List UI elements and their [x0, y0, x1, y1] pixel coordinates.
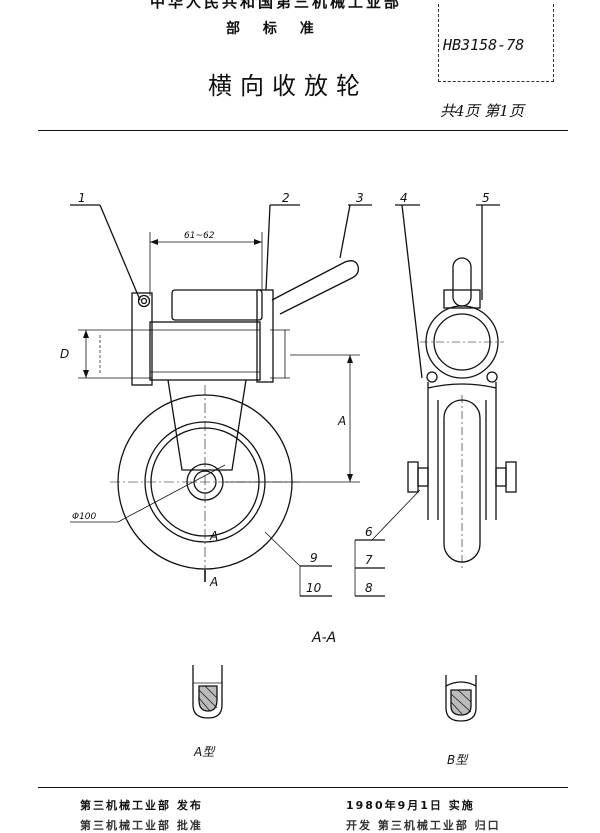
part-label-10: 10	[306, 581, 322, 595]
variant-a-label: A型	[193, 745, 216, 759]
part-label-3: 3	[356, 191, 364, 205]
caster-side-view	[354, 204, 517, 597]
part-label-9: 9	[310, 551, 318, 565]
dimension-offset: A	[337, 414, 346, 428]
ministry-heading: 中华人民共和国第三机械工业部	[150, 0, 403, 11]
part-label-6: 6	[365, 525, 373, 539]
part-label-2: 2	[282, 191, 290, 205]
responsible-unit: 开发 第三机械工业部 归口	[346, 819, 501, 832]
document-title: 横向收放轮	[208, 72, 368, 100]
standard-number: HB3158-78	[443, 36, 525, 54]
section-mark-lower: A	[209, 575, 218, 589]
standard-type: 部 标 准	[226, 21, 314, 37]
part-label-8: 8	[365, 581, 373, 595]
publisher-text: 第三机械工业部 发布	[80, 799, 203, 812]
part-label-4: 4	[400, 191, 408, 205]
standard-number-box	[438, 4, 554, 82]
part-label-5: 5	[482, 191, 490, 205]
variant-b-label: B型	[447, 753, 469, 767]
dimension-height: D	[60, 347, 69, 361]
caster-front-view	[70, 204, 372, 597]
footer-divider	[38, 787, 568, 788]
section-mark-upper: A	[209, 529, 218, 543]
approval-text: 第三机械工业部 批准	[80, 819, 203, 832]
part-label-7: 7	[365, 553, 373, 567]
effective-date: 1980年9月1日 实施	[346, 799, 475, 812]
page-info: 共4页 第1页	[440, 102, 524, 120]
section-title: A-A	[311, 630, 336, 646]
variant-a-section	[192, 665, 223, 719]
dimension-width: 61~62	[184, 231, 215, 241]
dimension-diameter: Φ100	[72, 512, 97, 522]
header-divider	[38, 130, 568, 131]
variant-b-section	[445, 675, 477, 722]
part-label-1: 1	[78, 191, 86, 205]
